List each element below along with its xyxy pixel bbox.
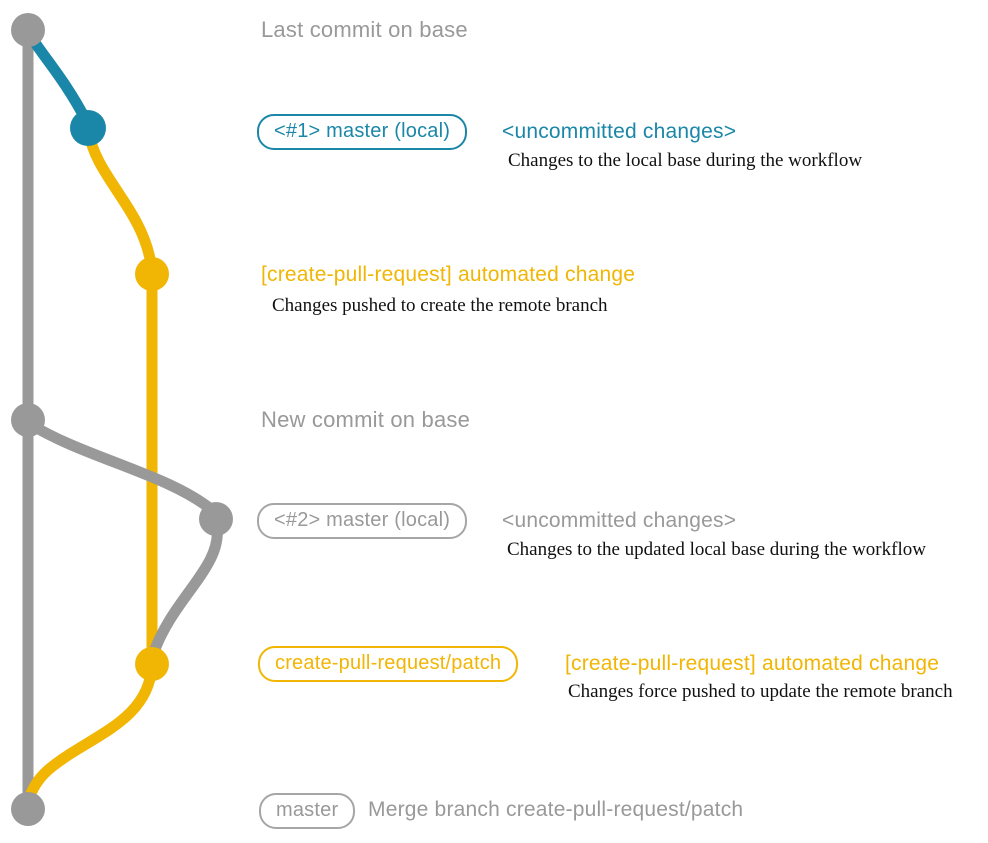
updated-local-master-edge xyxy=(24,418,218,516)
badge-create-pull-request-patch: create-pull-request/patch xyxy=(258,646,519,682)
commit-dot-merge xyxy=(11,792,45,826)
note-automated-change-2: [create-pull-request] automated change xyxy=(565,652,940,675)
commit-dot-new-base xyxy=(11,403,45,437)
desc-local-base-changes: Changes to the local base during the wor… xyxy=(508,150,863,171)
label-new-commit-on-base: New commit on base xyxy=(261,407,471,432)
badge-master: master xyxy=(259,793,356,829)
patch-branch-edge-top xyxy=(83,126,157,270)
commit-dot-local-master-1 xyxy=(70,110,106,146)
updated-patch-edge xyxy=(147,521,223,661)
desc-changes-force-pushed: Changes force pushed to update the remot… xyxy=(568,681,953,702)
local-master-edge xyxy=(22,26,93,128)
badge-master-local-1: <#1> master (local) xyxy=(257,114,468,150)
label-last-commit-on-base: Last commit on base xyxy=(261,17,468,42)
merge-edge xyxy=(22,660,158,810)
note-automated-change-1: [create-pull-request] automated change xyxy=(261,263,636,286)
note-merge-branch: Merge branch create-pull-request/patch xyxy=(368,798,744,821)
badge-master-local-2: <#2> master (local) xyxy=(257,503,468,539)
note-uncommitted-changes-2: <uncommitted changes> xyxy=(502,509,737,532)
desc-changes-pushed: Changes pushed to create the remote bran… xyxy=(272,295,608,316)
commit-dot-patch-1 xyxy=(135,257,169,291)
commit-dot-patch-2 xyxy=(135,647,169,681)
commit-dot-last-base xyxy=(11,13,45,47)
note-uncommitted-changes-1: <uncommitted changes> xyxy=(502,120,737,143)
desc-updated-local-base-changes: Changes to the updated local base during… xyxy=(507,539,926,560)
commit-dot-local-master-2 xyxy=(199,502,233,536)
